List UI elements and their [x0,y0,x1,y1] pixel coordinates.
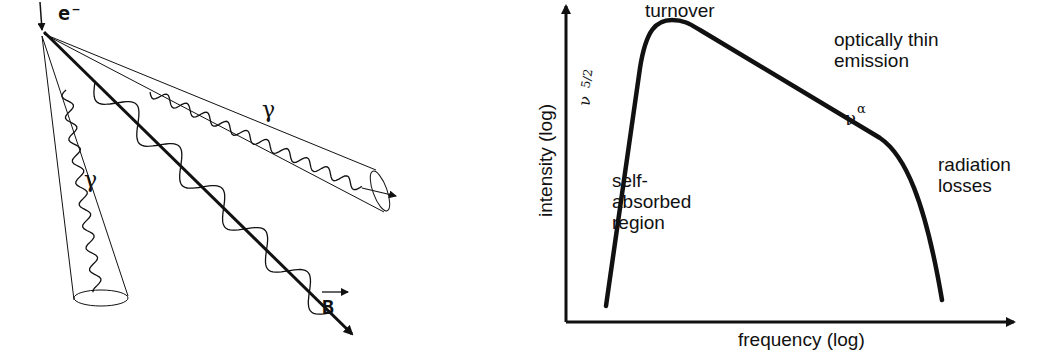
region-label: radiation losses [938,155,1038,197]
y-axis [565,6,568,322]
region-label: self-absorbed region [612,171,712,234]
slope-label: ν [575,94,594,107]
region-label: turnover [645,1,715,22]
photon-wave [62,90,101,292]
photon-label: γ [84,168,97,192]
cone-edge [42,36,74,300]
slope-exponent: 5/2 [579,68,595,89]
field-label: B [322,296,334,318]
axis-label: intensity (log) [536,103,557,216]
electron-track [40,2,42,30]
photon-arrow [362,188,396,196]
cone-mouth [366,169,394,213]
slope-exponent: α [857,102,866,116]
slope-label: ν [845,109,856,129]
photon-wave [150,92,362,190]
photon-label: γ [262,98,275,122]
cone-edge [42,36,128,296]
cone-mouth [74,290,128,306]
axis-label: frequency (log) [738,330,865,351]
cone-edge [44,34,376,170]
region-label: optically thin emission [834,30,944,72]
b-field-arrow [44,32,352,334]
x-axis [566,321,1014,324]
particle-label: e⁻ [58,2,82,24]
electron-helix [94,82,328,314]
vector-arrow [322,291,348,292]
